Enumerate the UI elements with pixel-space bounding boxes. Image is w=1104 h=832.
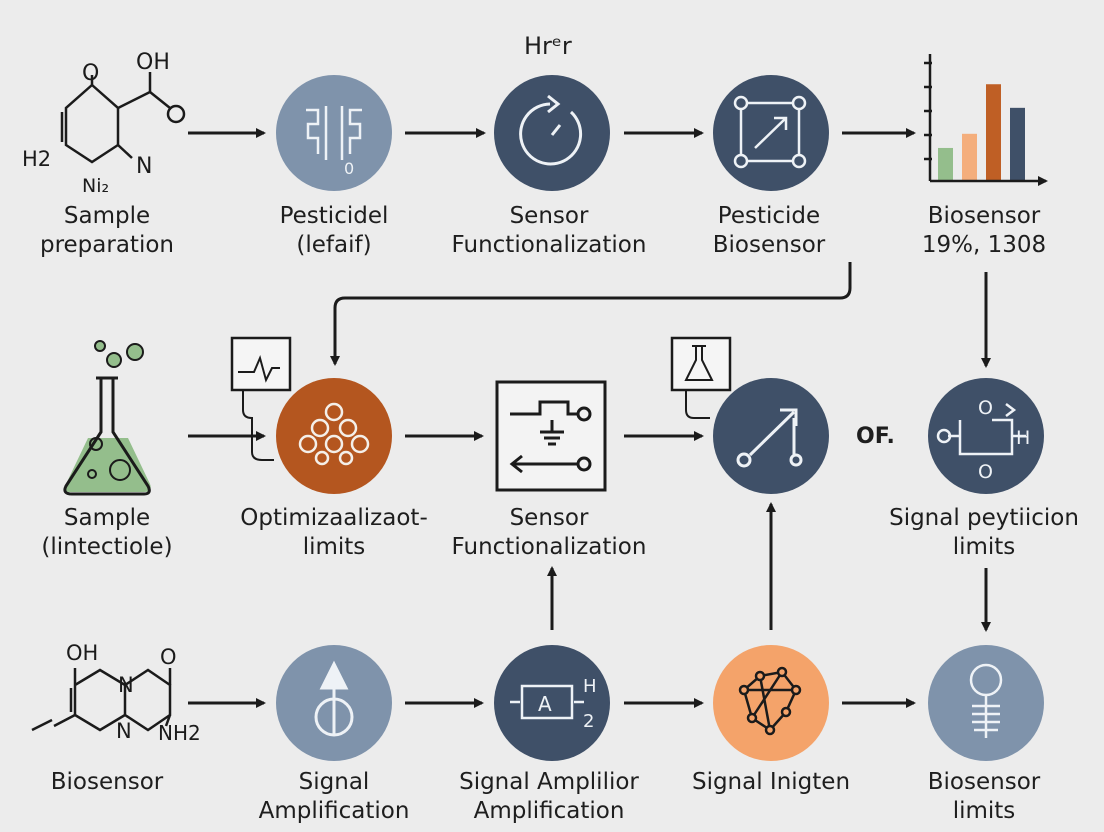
node-circle-r3c4 xyxy=(713,645,829,761)
chem-label-oh: OH xyxy=(136,50,170,75)
chemical-structure-icon xyxy=(31,668,172,732)
arrow-up-circle-icon xyxy=(314,660,354,737)
label-line2: Amplification xyxy=(258,798,410,824)
label-r1c2: Pesticidel (lefaif) xyxy=(224,202,444,260)
label-line1: Signal Inigten xyxy=(691,769,851,795)
label-line1: Signal Amplilior xyxy=(459,769,639,795)
chemical-structure-icon xyxy=(60,72,186,164)
side-annotation: OF. xyxy=(856,424,895,449)
label-line2: 19%, 1308 xyxy=(921,232,1047,258)
label-line1: Signal xyxy=(298,769,370,795)
label-r1c5: Biosensor 19%, 1308 xyxy=(874,202,1094,260)
bracket-circuit-icon xyxy=(306,106,362,160)
chem-label-nh2-bottom: NH2 xyxy=(158,721,201,745)
circuit-label-h: H xyxy=(1016,427,1030,449)
label-line1: Sensor xyxy=(509,505,589,531)
network-icon xyxy=(738,666,802,736)
ampli-box-icon xyxy=(510,684,584,720)
label-r3c2: Signal Amplification xyxy=(224,768,444,826)
label-line1: Biosensor xyxy=(927,769,1041,795)
node-circle-r1c2 xyxy=(276,75,392,191)
chem-label-ni: Ni₂ xyxy=(82,175,109,197)
label-r3c3: Signal Amplilior Amplification xyxy=(439,768,659,826)
flask-icon xyxy=(63,340,151,496)
chem-label-o-bottom: O xyxy=(160,645,177,669)
label-line1: Sensor xyxy=(509,203,589,229)
ampli-h: H xyxy=(583,676,597,697)
chem-label-n: N xyxy=(136,154,152,179)
diagram-title: Hrᵉr xyxy=(524,32,572,60)
chem-label-n1-bottom: N xyxy=(118,673,134,697)
label-line2: limits xyxy=(952,534,1016,560)
chart-bar-d xyxy=(1010,107,1025,181)
callout-line-right xyxy=(685,388,710,419)
label-line2: Amplification xyxy=(473,798,625,824)
callout-line-left xyxy=(242,390,274,461)
chem-label-n2-bottom: N xyxy=(116,719,132,743)
chem-label-oh-bottom: OH xyxy=(66,641,98,665)
chem-label-o: O xyxy=(82,61,99,86)
label-line1: Biosensor xyxy=(50,769,164,795)
chart-bar-b xyxy=(962,133,977,181)
node-circle-r2c5 xyxy=(928,378,1044,494)
label-r2c1: Sample (lintectiole) xyxy=(0,504,217,562)
circuit-label-o: O xyxy=(978,397,993,419)
label-line1: Sample xyxy=(63,505,151,531)
circuit-label-o2: O xyxy=(978,461,993,483)
label-line2: Functionalization xyxy=(451,232,647,258)
label-line2: Functionalization xyxy=(451,534,647,560)
label-line2: (lefaif) xyxy=(296,232,372,258)
square-arrow-icon xyxy=(733,95,807,169)
connectors xyxy=(188,128,991,708)
label-r2c3: Sensor Functionalization xyxy=(439,504,659,562)
label-line2: (lintectiole) xyxy=(41,534,173,560)
label-r1c1: Sample preparation xyxy=(0,202,217,260)
probe-icon xyxy=(969,663,1003,738)
label-line1: Sample xyxy=(63,203,151,229)
bar-chart-icon xyxy=(924,54,1048,186)
label-r2c2: Optimizaalizaot- limits xyxy=(224,504,444,562)
circuit-box-icon xyxy=(495,380,607,492)
label-r2c5: Signal peytiicion limits xyxy=(874,504,1094,562)
label-r3c5: Biosensor limits xyxy=(874,768,1094,826)
label-line1: Biosensor xyxy=(927,203,1041,229)
label-line1: Pesticide xyxy=(717,203,821,229)
label-r3c4: Signal Inigten xyxy=(661,768,881,797)
label-r3c1: Biosensor xyxy=(0,768,217,797)
label-line2: limits xyxy=(952,798,1016,824)
label-r1c4: Pesticide Biosensor xyxy=(659,202,879,260)
ampli-2: 2 xyxy=(583,711,594,732)
refresh-gauge-icon xyxy=(519,94,583,166)
molecule-cluster-icon xyxy=(298,402,370,466)
pulse-monitor-icon xyxy=(230,336,292,392)
chart-bar-a xyxy=(938,147,953,181)
diagonal-arrow-icon xyxy=(736,408,803,468)
node-circle-r3c3 xyxy=(494,645,610,761)
arrow-loop-back xyxy=(330,262,852,366)
label-line1: Optimizaalizaot- xyxy=(240,505,428,531)
chem-label-h2: H2 xyxy=(22,147,51,171)
mini-flask-icon xyxy=(670,336,732,392)
label-line1: Pesticidel xyxy=(279,203,389,229)
label-r1c3: Sensor Functionalization xyxy=(439,202,659,260)
label-line2: Biosensor xyxy=(712,232,826,258)
label-line2: preparation xyxy=(39,232,174,258)
label-line1: Signal peytiicion xyxy=(889,505,1079,531)
ampli-box-letter: A xyxy=(538,692,552,716)
label-line2: limits xyxy=(302,534,366,560)
chart-bar-c xyxy=(986,84,1001,181)
pesticide-zero-glyph: 0 xyxy=(344,159,354,178)
